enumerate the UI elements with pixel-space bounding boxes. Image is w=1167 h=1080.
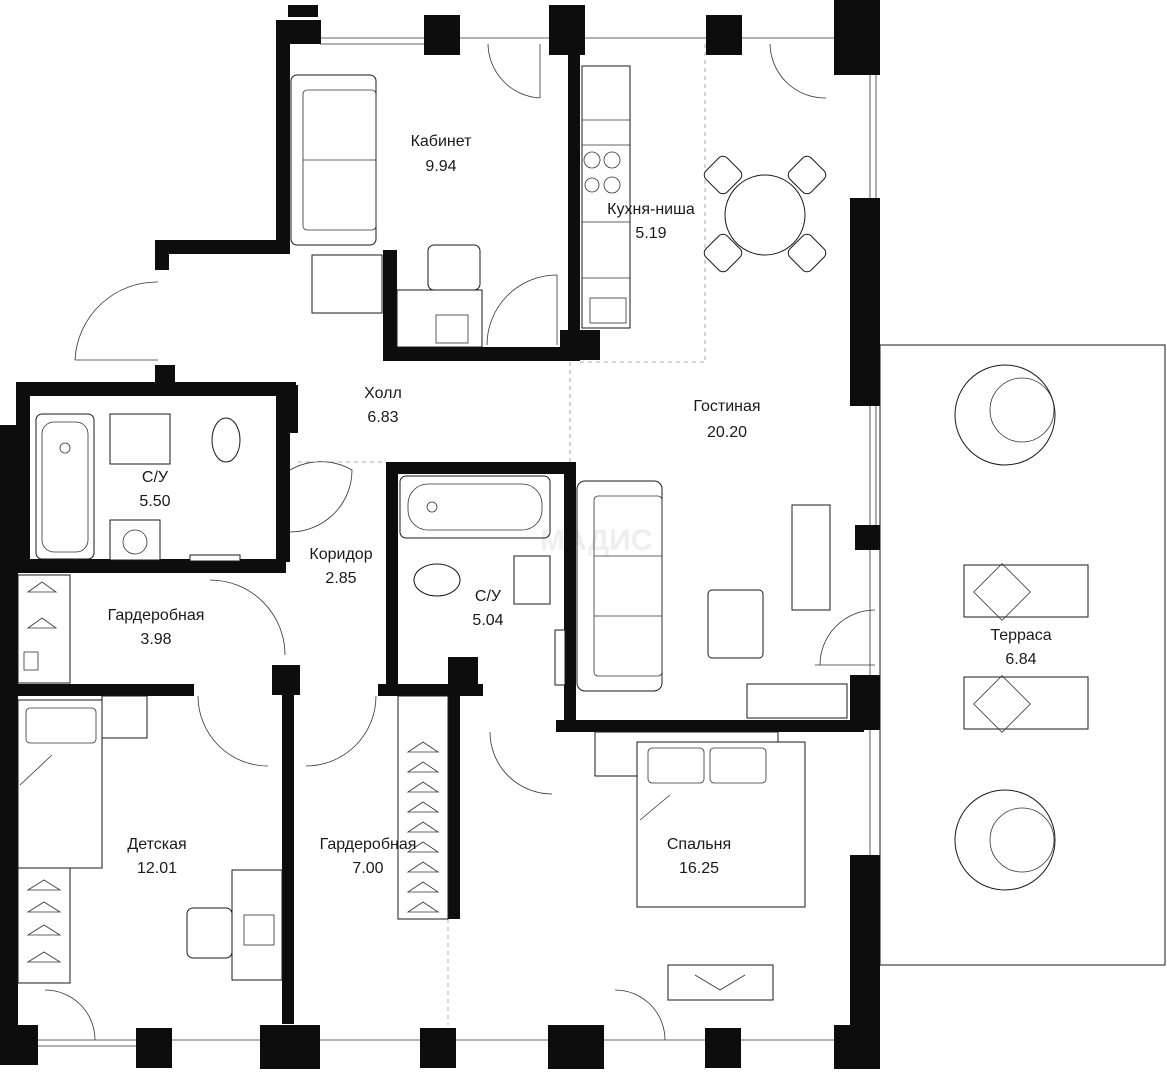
- room-name: Кабинет: [411, 133, 473, 150]
- room-area: 9.94: [425, 158, 456, 175]
- room-name: Коридор: [309, 546, 372, 563]
- windows: [38, 37, 877, 1047]
- room-area: 7.00: [352, 860, 383, 877]
- kids-furniture: [17, 695, 283, 984]
- cabinet-furniture: [290, 74, 483, 348]
- room-bath2-label: С/У 5.04: [472, 588, 503, 629]
- room-corridor-label: Коридор 2.85: [309, 546, 372, 587]
- room-name: С/У: [142, 469, 169, 486]
- room-area: 5.19: [635, 225, 666, 242]
- room-bath1-label: С/У 5.50: [139, 469, 170, 510]
- room-terrace-label: Терраса 6.84: [990, 627, 1051, 668]
- room-bedroom-label: Спальня 16.25: [667, 836, 731, 877]
- room-name: Гостиная: [693, 398, 760, 415]
- dining-set: [703, 155, 827, 273]
- room-name: Терраса: [990, 627, 1051, 644]
- wardrobe2-fixtures: [397, 695, 449, 920]
- bath1-fixtures: [35, 413, 241, 562]
- room-area: 5.04: [472, 612, 503, 629]
- room-living-label: Гостиная 20.20: [693, 398, 760, 441]
- zone-boundaries: [298, 44, 706, 1025]
- room-area: 6.83: [367, 409, 398, 426]
- room-cabinet-label: Кабинет 9.94: [411, 133, 473, 175]
- room-area: 12.01: [137, 860, 177, 877]
- watermark: МАДИС: [540, 524, 652, 557]
- room-name: Спальня: [667, 836, 731, 853]
- room-wardrobe2-label: Гардеробная 7.00: [320, 836, 417, 877]
- room-kids-label: Детская 12.01: [127, 836, 186, 877]
- room-wardrobe1-label: Гардеробная 3.98: [108, 607, 205, 648]
- room-name: Гардеробная: [320, 836, 417, 853]
- room-kitchen-label: Кухня-ниша 5.19: [607, 201, 695, 242]
- terrace-furniture: [954, 364, 1089, 891]
- room-hall-label: Холл 6.83: [364, 385, 402, 426]
- room-area: 5.50: [139, 493, 170, 510]
- doors: [44, 43, 876, 1041]
- bath2-fixtures: [399, 475, 566, 686]
- room-area: 16.25: [679, 860, 719, 877]
- room-name: Холл: [364, 385, 402, 402]
- room-name: Гардеробная: [108, 607, 205, 624]
- terrace-outline: [879, 344, 1166, 966]
- room-name: Кухня-ниша: [607, 201, 695, 218]
- room-name: С/У: [475, 588, 502, 605]
- room-area: 2.85: [325, 570, 356, 587]
- wardrobe1-fixtures: [17, 574, 71, 684]
- bedroom-furniture: [594, 731, 806, 1001]
- room-area: 3.98: [140, 631, 171, 648]
- room-area: 6.84: [1005, 651, 1036, 668]
- walls: [0, 0, 880, 1069]
- room-area: 20.20: [707, 424, 747, 441]
- kitchen-furniture: [581, 65, 631, 329]
- room-name: Детская: [127, 836, 186, 853]
- living-furniture: [576, 480, 848, 719]
